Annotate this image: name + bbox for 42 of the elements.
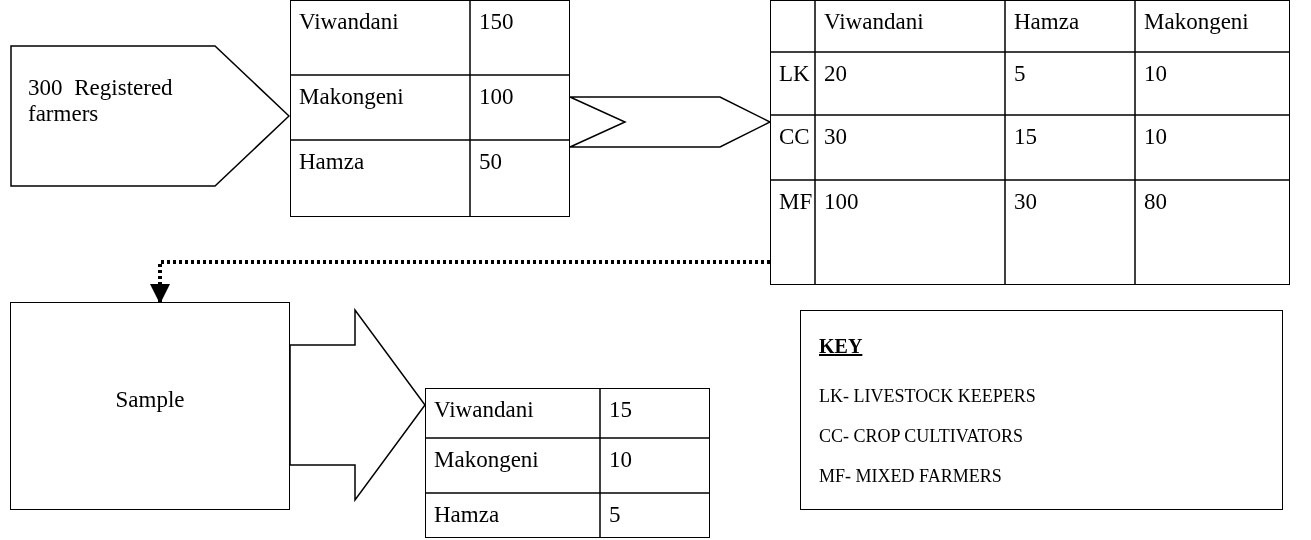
column-header: Hamza	[1014, 9, 1080, 35]
village-name: Viwandani	[434, 397, 534, 423]
key-heading: KEY	[819, 334, 863, 359]
key-box	[800, 310, 1283, 510]
row-label: CC	[779, 124, 810, 150]
column-header: Viwandani	[824, 9, 924, 35]
village-name: Makongeni	[434, 447, 539, 473]
village-name: Viwandani	[299, 9, 399, 35]
farmer-count: 20	[824, 61, 847, 87]
farmer-count: 150	[479, 9, 514, 35]
chevron-arrow	[569, 96, 772, 148]
farmer-count: 5	[1014, 61, 1026, 87]
row-label: MF	[779, 189, 813, 215]
farmer-count: 10	[1144, 61, 1167, 87]
node-label: Sample	[114, 387, 186, 413]
data-table	[770, 0, 1290, 285]
farmer-count: 100	[479, 84, 514, 110]
data-table	[290, 0, 570, 217]
village-name: Hamza	[434, 502, 500, 528]
farmer-count: 30	[1014, 189, 1037, 215]
block-arrow	[289, 307, 426, 503]
village-name: Makongeni	[299, 84, 404, 110]
column-header: Makongeni	[1144, 9, 1249, 35]
data-table	[425, 388, 710, 538]
sample-count: 5	[609, 502, 621, 528]
node-label: 300 Registered farmers	[28, 75, 174, 127]
sample-count: 10	[609, 447, 632, 473]
farmer-count: 50	[479, 149, 502, 175]
farmer-count: 30	[824, 124, 847, 150]
village-name: Hamza	[299, 149, 365, 175]
key-entry: LK- LIVESTOCK KEEPERS	[819, 385, 1036, 408]
farmer-count: 10	[1144, 124, 1167, 150]
sample-count: 15	[609, 397, 632, 423]
farmer-count: 15	[1014, 124, 1037, 150]
sample-box	[10, 302, 290, 510]
row-label: LK	[779, 61, 810, 87]
farmer-count: 100	[824, 189, 859, 215]
arrow	[150, 260, 770, 304]
farmer-count: 80	[1144, 189, 1167, 215]
pentagon-arrow-shape	[10, 45, 290, 187]
key-entry: CC- CROP CULTIVATORS	[819, 425, 1024, 448]
key-entry: MF- MIXED FARMERS	[819, 465, 1002, 488]
